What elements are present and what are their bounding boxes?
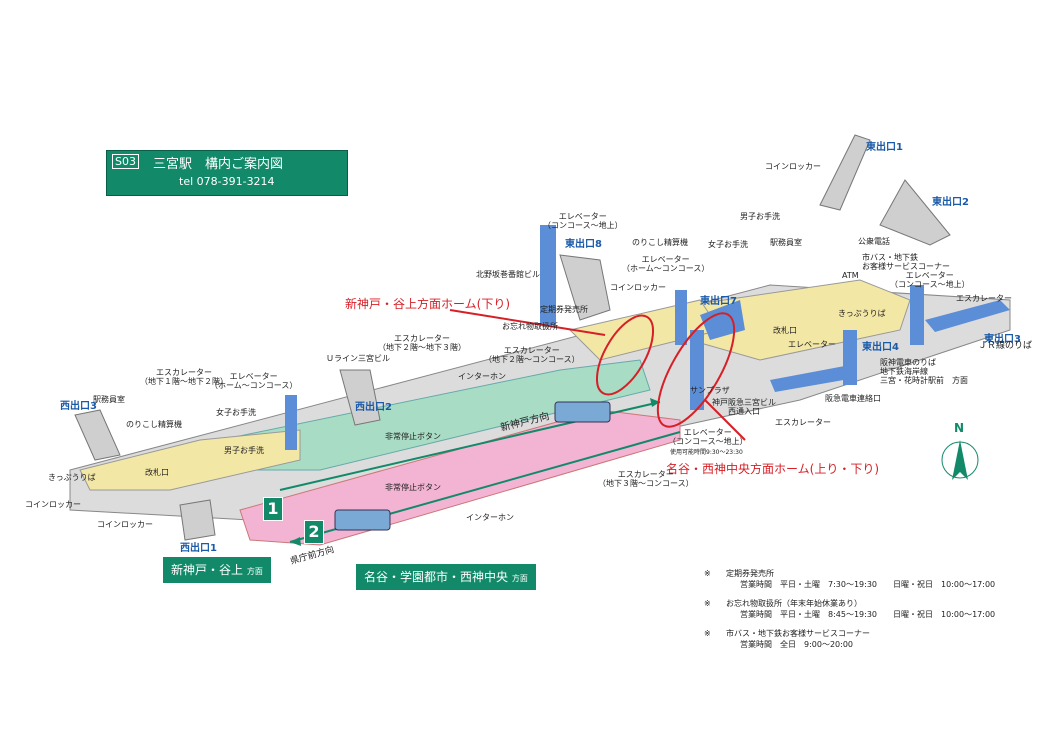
elevator-shaft-mid — [675, 290, 687, 345]
label-public-phone: 公衆電話 — [858, 237, 890, 246]
compass-north: N — [954, 421, 965, 435]
exit-east8: 東出口8 — [565, 239, 602, 250]
label-intercom-bottom: インターホン — [466, 513, 514, 522]
arrow-head-shinkobe — [650, 398, 660, 407]
label-fare-adjust-left: のりこし精算機 — [126, 420, 182, 429]
label-meikoku-platform: 名谷・西神中央方面ホーム(上り・下り) — [666, 462, 880, 476]
label-intercom-top: インターホン — [458, 372, 506, 381]
label-escalator-bottom-right: エスカレーター — [775, 418, 831, 427]
label-ticket-right: きっぷうりば — [838, 309, 886, 318]
label-hanshin: 阪神電車のりば地下鉄海岸線三宮・花時計駅前 方面 — [880, 358, 968, 385]
label-emergency-bottom: 非常停止ボタン — [385, 483, 441, 492]
exit-east1: 東出口1 — [866, 142, 903, 153]
label-atm: ATM — [842, 271, 859, 280]
label-womens-restroom-top: 女子お手洗 — [708, 240, 748, 249]
label-escalator-right: エスカレーター — [956, 294, 1012, 303]
train-lower — [334, 509, 391, 531]
label-kitanozaka: 北野坂巻番館ビル — [476, 270, 540, 279]
label-elevator-top-right: エレベーター（コンコース～地上） — [890, 271, 970, 289]
map-title: S03 三宮駅 構内ご案内図 tel 078-391-3214 — [106, 150, 348, 196]
highlight-arrow-2 — [704, 399, 746, 441]
highlight-arrow-1 — [449, 309, 606, 336]
escalator-right — [925, 300, 1010, 332]
label-pass-office: 定期券発売所 — [540, 305, 588, 314]
label-coin-locker-left2: コインロッカー — [97, 520, 153, 529]
label-elevator-left: エレベーター（ホーム～コンコース） — [210, 372, 298, 390]
label-sanpal: サンプラザ — [690, 386, 730, 395]
label-elevator-hours: 使用可能時間9:30～23:30 — [670, 449, 743, 456]
label-station-office-left: 駅務員室 — [93, 395, 125, 404]
label-gate-right: 改札口 — [773, 326, 797, 335]
label-mens-restroom-left: 男子お手洗 — [224, 446, 264, 455]
stairs-east2 — [879, 179, 951, 246]
label-mens-restroom-top: 男子お手洗 — [740, 212, 780, 221]
label-womens-restroom-left: 女子お手洗 — [216, 408, 256, 417]
concourse-left — [79, 429, 301, 491]
stairs-west2 — [339, 369, 381, 426]
escalator-bottom — [770, 365, 855, 392]
station-name: 三宮駅 構内ご案内図 — [153, 157, 284, 172]
label-shinkobe-platform: 新神戸・谷上方面ホーム(下り) — [345, 297, 511, 311]
label-elevator-concourse-ground: エレベーター（コンコース～地上） — [543, 212, 623, 230]
exit-west1: 西出口1 — [180, 543, 217, 554]
exit-east4: 東出口4 — [862, 342, 899, 353]
label-gate-left: 改札口 — [145, 468, 169, 477]
label-ticket-left: きっぷうりば — [48, 473, 96, 482]
platform-1-direction: 新神戸・谷上 方面 — [163, 557, 271, 583]
label-escalator-b2-b3: エスカレーター（地下２階～地下３階） — [378, 334, 466, 352]
label-coin-locker-left: コインロッカー — [25, 500, 81, 509]
label-bus-service: 市バス・地下鉄お客様サービスコーナー — [862, 253, 950, 271]
label-fare-adjust-top: のりこし精算機 — [632, 238, 688, 247]
label-elevator-center: エレベーター（コンコース～地上） — [668, 428, 748, 446]
highlight-ellipse-2 — [656, 312, 736, 428]
platform-2-direction: 名谷・学園都市・西神中央 方面 — [356, 564, 536, 590]
highlight-ellipse-1 — [596, 314, 654, 396]
stairs-east1 — [819, 134, 871, 211]
stairs-west3 — [74, 409, 121, 461]
elevator-shaft-east8 — [540, 225, 556, 325]
label-escalator-b2-concourse: エスカレーター（地下２階～コンコース） — [484, 346, 580, 364]
exit-east7: 東出口7 — [700, 296, 737, 307]
label-lost-found: お忘れ物取扱所 — [502, 322, 558, 331]
exit-west2: 西出口2 — [355, 402, 392, 413]
elevator-shaft-left — [285, 395, 297, 450]
line-code: S03 — [112, 154, 139, 169]
elevator-shaft-center — [690, 330, 704, 410]
label-coin-locker-mid: コインロッカー — [610, 283, 666, 292]
exit-east2: 東出口2 — [932, 197, 969, 208]
compass-icon — [952, 440, 968, 480]
exit-east3: 東出口3 — [984, 334, 1021, 345]
label-station-office-top: 駅務員室 — [770, 238, 802, 247]
label-kobe-hankyu: 神戸阪急三宮ビル西通入口 — [712, 398, 776, 416]
stairs-west1 — [179, 499, 216, 541]
platform-1-number: 1 — [263, 497, 283, 521]
label-elevator-home-concourse: エレベーター（ホーム～コンコース） — [622, 255, 710, 273]
stairs-east8 — [559, 254, 611, 321]
label-elevator-right-small: エレベーター — [788, 340, 836, 349]
label-escalator-left: エスカレーター（地下１階～地下２階） — [140, 368, 228, 386]
train-upper — [554, 401, 611, 423]
phone-number: tel 078-391-3214 — [179, 175, 275, 188]
platform-2-number: 2 — [304, 520, 324, 544]
elevator-shaft-right — [910, 285, 924, 345]
label-hankyu-link: 阪急電車連絡口 — [825, 394, 881, 403]
label-uline: Ｕライン三宮ビル — [326, 354, 390, 363]
arrow-head-kenchomae — [290, 537, 301, 546]
elevator-shaft-right2 — [843, 330, 857, 385]
label-emergency-top: 非常停止ボタン — [385, 432, 441, 441]
compass-circle — [941, 441, 979, 479]
exit-west3: 西出口3 — [60, 401, 97, 412]
label-coin-locker-top: コインロッカー — [765, 162, 821, 171]
label-jr-transfer: ＪＲ線のりば — [978, 341, 1033, 351]
label-escalator-b3: エスカレーター（地下３階～コンコース） — [598, 470, 694, 488]
